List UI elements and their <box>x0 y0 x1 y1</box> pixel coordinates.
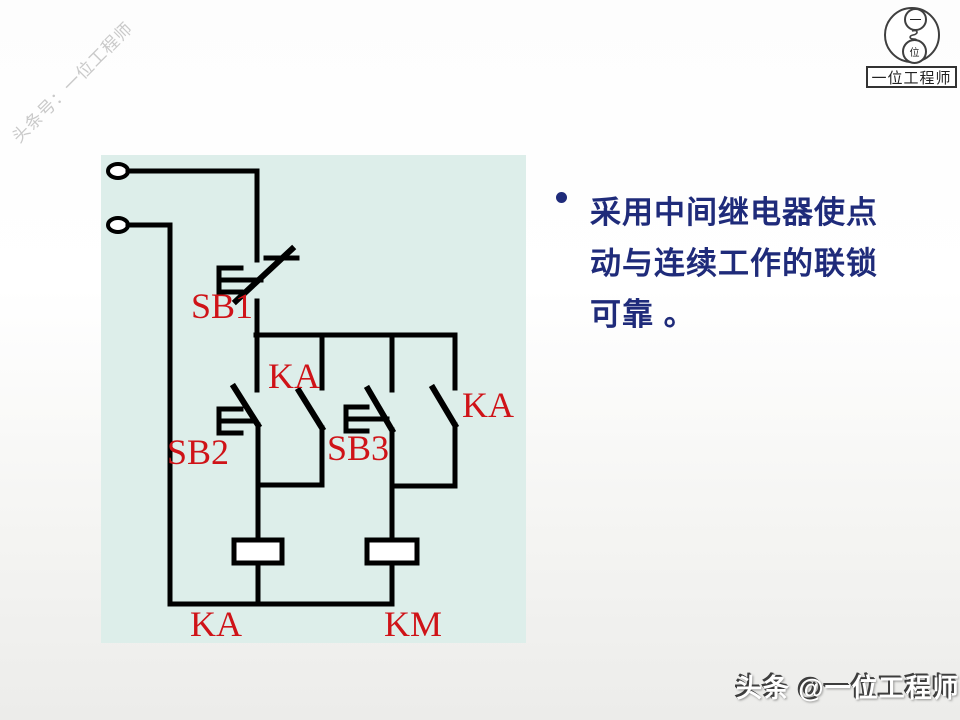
logo-bottom-symbol: 位 <box>909 48 920 59</box>
relay-control-circuit-diagram: SB1 KA KA SB2 SB3 KA KM <box>106 162 514 643</box>
logo-name-label: 一位工程师 <box>871 69 952 87</box>
logo-name-box: 一位工程师 <box>866 66 957 88</box>
ka-coil-icon <box>231 537 285 566</box>
bullet-marker-icon <box>556 192 567 203</box>
footer-credit: 头条 @一位工程师 <box>736 673 960 703</box>
logo: 一 位 一位工程师 <box>866 4 960 94</box>
logo-top-circle-icon: 一 <box>904 8 927 31</box>
label-ka-coil: KA <box>190 604 242 643</box>
sb3-actuator-icon <box>343 404 390 434</box>
label-ka-seal: KA <box>268 356 320 396</box>
label-sb1: SB1 <box>191 286 253 326</box>
note-text: 采用中间继电器使点 动与连续工作的联锁 可靠 。 <box>590 187 900 340</box>
circuit-diagram-panel: SB1 KA KA SB2 SB3 KA KM <box>101 155 526 643</box>
wire-top-feed <box>125 168 260 263</box>
label-ka-right: KA <box>462 385 514 425</box>
km-coil-icon <box>364 537 420 566</box>
ka-seal-contact-blade <box>294 386 327 433</box>
wire-ka-right-merge <box>389 422 458 489</box>
logo-bottom-circle-icon: 位 <box>902 39 927 64</box>
label-km-coil: KM <box>384 604 442 643</box>
terminal-bottom-icon <box>106 216 130 234</box>
terminal-top-icon <box>106 162 130 180</box>
logo-top-symbol: 一 <box>909 13 922 27</box>
sb2-actuator-icon <box>216 406 256 436</box>
watermark-text: 头条号：一位工程师 <box>8 18 137 147</box>
sb1-actuator-icon <box>216 265 264 295</box>
wire-ka-seal-merge <box>255 425 325 488</box>
wire-left-rail-bottom-bus <box>125 222 395 607</box>
note-line-2: 动与连续工作的联锁 <box>590 246 878 281</box>
note-line-1: 采用中间继电器使点 <box>590 195 878 230</box>
label-sb2: SB2 <box>167 432 229 472</box>
sb3-blade <box>363 384 397 435</box>
sb1-blade <box>231 244 297 306</box>
note-line-3: 可靠 。 <box>590 297 696 332</box>
label-sb3: SB3 <box>327 428 389 468</box>
ka-right-contact-blade <box>428 383 460 430</box>
